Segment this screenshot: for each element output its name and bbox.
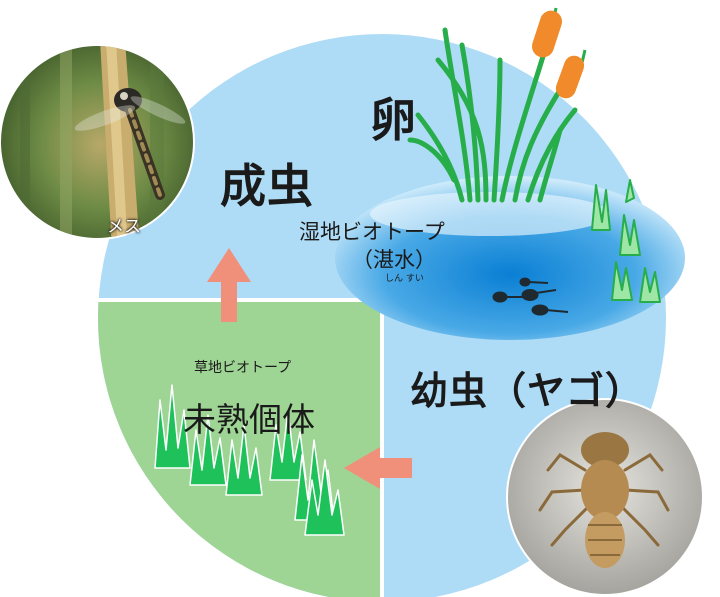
grassland-area: [70, 300, 382, 597]
label-adult: 成虫: [220, 150, 314, 216]
label-immature: 未熟個体: [183, 393, 315, 441]
label-flooded: （湛水）: [352, 244, 436, 274]
label-grassland-biotope: 草地ビオトープ: [194, 357, 291, 377]
label-larva: 幼虫（ヤゴ）: [410, 360, 644, 415]
label-flooded-reading: しん すい: [385, 271, 424, 284]
label-wetland-biotope: 湿地ビオトープ: [299, 216, 445, 246]
label-egg: 卵: [370, 84, 417, 150]
label-female: メス: [107, 212, 141, 237]
